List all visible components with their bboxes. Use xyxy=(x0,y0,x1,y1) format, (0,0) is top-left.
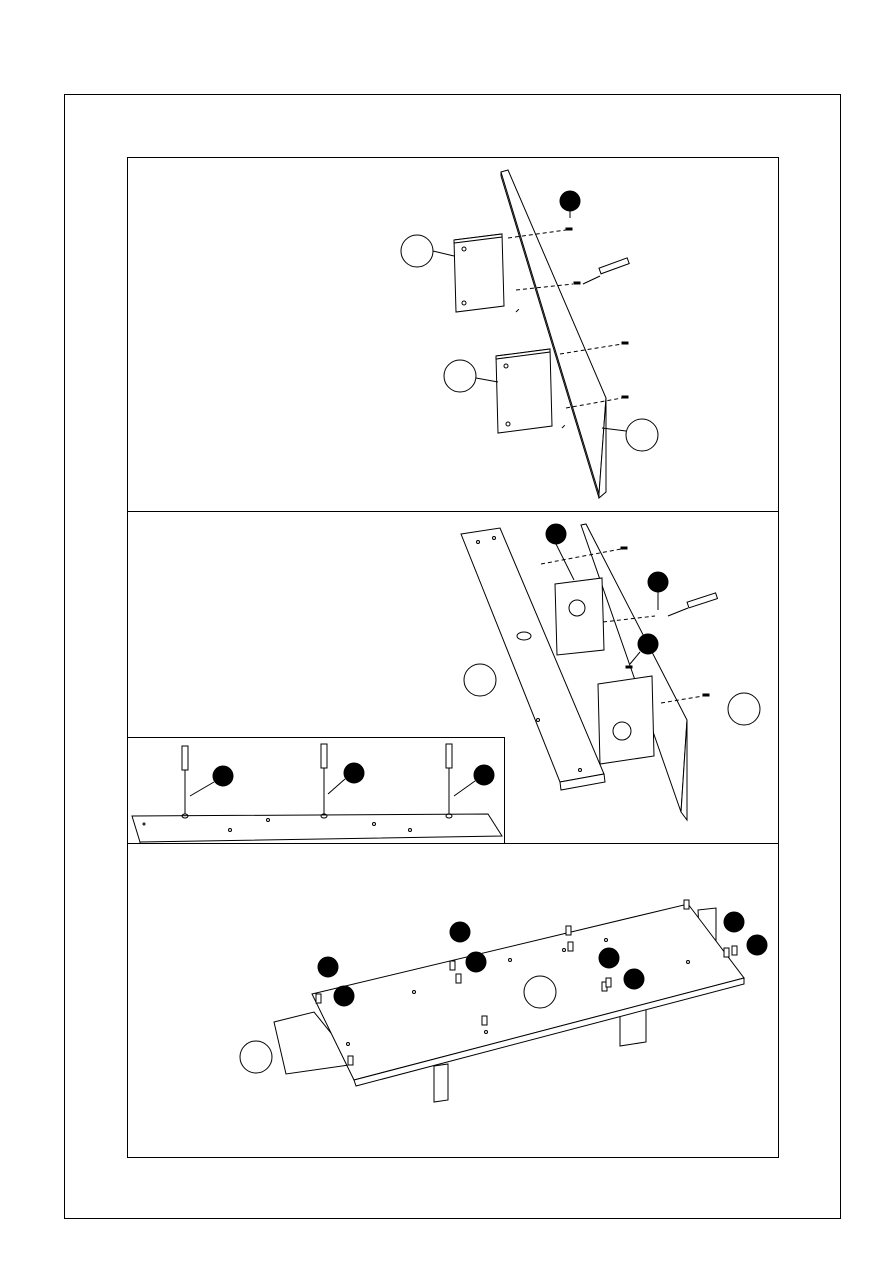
callout-filled-1 xyxy=(560,191,580,211)
callout-empty-bottom-board xyxy=(464,664,496,696)
side-panel xyxy=(501,170,606,498)
screwdriver-icon xyxy=(321,744,327,818)
step-3-panel xyxy=(127,843,779,1158)
callout-empty-side-panel xyxy=(728,693,760,725)
detail-board xyxy=(132,814,502,844)
step-1-panel xyxy=(127,157,779,512)
screwdriver-icon xyxy=(668,593,717,616)
shelf-board-lower xyxy=(496,349,552,433)
shelf-board-upper xyxy=(555,578,604,655)
detail-illustration xyxy=(128,738,506,845)
step-1-illustration xyxy=(128,158,780,513)
screwdriver-icon xyxy=(583,258,629,284)
shelf-board-lower xyxy=(598,676,654,764)
callout-empty-upper-board xyxy=(401,235,433,267)
callout-empty-side-panel xyxy=(626,419,658,451)
callout-empty-top-board xyxy=(524,976,556,1008)
step-2-detail-inset xyxy=(127,737,505,844)
screwdriver-icon xyxy=(446,744,452,818)
callout-empty-lower-board xyxy=(444,360,476,392)
callout-empty-side-panel xyxy=(240,1041,272,1073)
shelf-board-upper xyxy=(454,234,504,312)
screwdriver-icon xyxy=(182,746,188,818)
step-3-illustration xyxy=(128,844,780,1159)
